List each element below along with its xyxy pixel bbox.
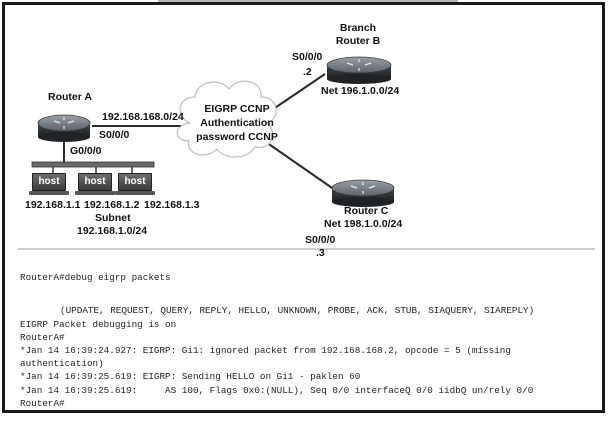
host-3-label: host [124,176,146,187]
cloud-line-1: EIGRP CCNP [204,103,270,115]
router-b-interface: S0/0/0 [292,51,323,63]
figure-frame: Router A 192.168.168.0/24 S0/0/0 G0/0/0 … [2,2,605,413]
top-scroll-bar [158,0,458,3]
host-1-label: host [38,176,60,187]
router-c-interface: S0/0/0 [305,234,336,246]
router-c-net: Net 198.1.0.0/24 [324,218,403,230]
router-b-net: Net 196.1.0.0/24 [321,85,400,97]
console-output: RouterA#debug eigrp packets (UPDATE, REQU… [20,258,605,436]
router-a-label: Router A [48,91,92,103]
console-line: authentication) [20,358,104,370]
router-b-ip: .2 [303,66,312,78]
router-c-icon [331,179,395,207]
router-a-s000: S0/0/0 [99,129,130,141]
host-3-ip: 192.168.1.3 [144,199,200,211]
console-line: *Jan 14 16:39:25.619: EIGRP: Sending HEL… [20,371,361,383]
router-b-title-line1: Branch [339,22,377,34]
cloud-line-3: password CCNP [196,131,278,143]
eigrp-cloud [176,80,277,158]
host-1: host [29,173,69,195]
router-b-icon [326,56,392,84]
console-line: *Jan 14 16:39:25.619: AS 100, Flags 0x0:… [20,384,534,396]
cloud-text: EIGRP CCNP Authentication password CCNP [187,102,287,144]
host-2-ip: 192.168.1.2 [84,199,140,211]
host-3: host [115,173,155,195]
console-options: (UPDATE, REQUEST, QUERY, REPLY, HELLO, U… [60,305,535,317]
router-b-title-line2: Router B [335,35,381,47]
console-line: RouterA# [20,397,65,409]
host-2-label: host [84,176,106,187]
console-line: *Jan 14 16:39:24.927: EIGRP: Gi1: ignore… [20,345,511,357]
host-2: host [75,173,115,195]
router-c-ip: .3 [316,247,325,259]
console-line: EIGRP Packet debugging is on [20,318,177,330]
router-c-label: Router C [344,205,389,217]
router-a-g000: G0/0/0 [70,145,102,157]
network-diagram [18,56,595,250]
router-a-icon [37,114,91,142]
router-a-link-net: 192.168.168.0/24 [102,111,184,123]
link-cloud-c [262,139,336,191]
console-command: RouterA#debug eigrp packets [20,272,171,284]
cloud-line-2: Authentication [200,117,274,129]
console-line: RouterA# [20,331,65,343]
subnet-net: 192.168.1.0/24 [77,225,148,237]
lan-bus [31,161,155,168]
host-1-ip: 192.168.1.1 [25,199,81,211]
subnet-title: Subnet [95,212,131,224]
